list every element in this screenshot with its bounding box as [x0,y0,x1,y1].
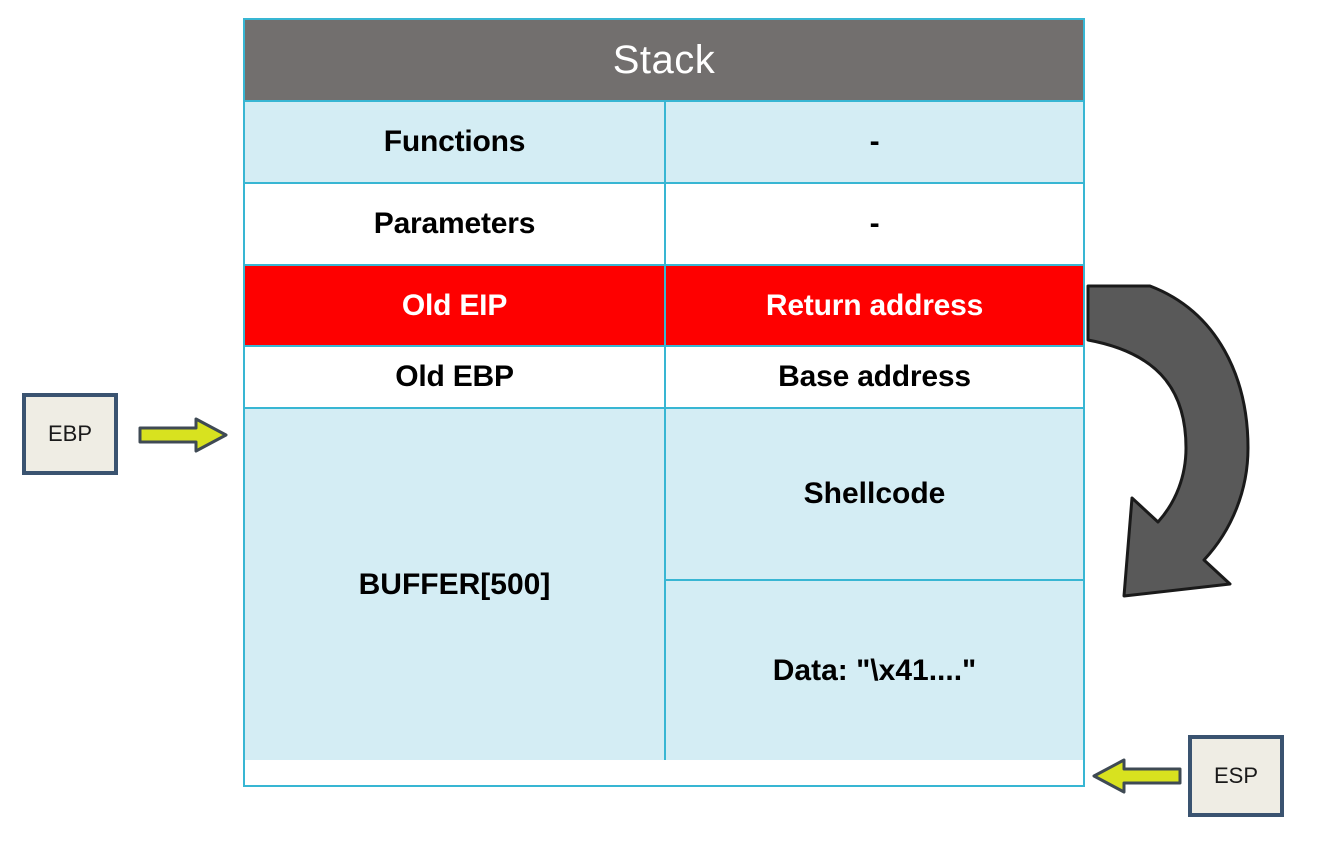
table-row-old-eip: Old EIP Return address [245,266,1083,347]
cell-parameters-label: Parameters [245,184,666,264]
ebp-pointer-arrow-icon [138,417,228,453]
register-label-ebp: EBP [47,421,93,446]
table-row-functions: Functions - [245,102,1083,184]
page-title: Stack [612,37,716,82]
stack-table: Stack Functions - Parameters - Old EIP R… [243,18,1085,787]
register-label-esp: ESP [1213,763,1259,788]
return-address-redirect-arrow-icon [1086,284,1250,598]
register-box-ebp: EBP [22,393,118,475]
table-row-buffer: BUFFER[500] Shellcode Data: "\x41...." [245,409,1083,760]
cell-base-address-value: Base address [778,360,971,393]
cell-shellcode: Shellcode [666,409,1083,581]
table-row-old-ebp: Old EBP Base address [245,347,1083,409]
register-box-esp: ESP [1188,735,1284,817]
table-row-parameters: Parameters - [245,184,1083,266]
cell-buffer-label: BUFFER[500] [245,409,666,760]
cell-data: Data: "\x41...." [772,653,977,687]
cell-old-ebp-label: Old EBP [245,347,666,407]
stack-table-header: Stack [245,20,1083,102]
cell-return-address-value: Return address [765,288,984,322]
cell-functions-label: Functions [245,102,666,182]
buffer-segments: Shellcode Data: "\x41...." [666,409,1083,760]
esp-pointer-arrow-icon [1092,758,1182,794]
cell-old-eip-label: Old EIP [245,266,666,345]
cell-functions-value: - [869,125,880,158]
cell-parameters-value: - [869,207,880,240]
